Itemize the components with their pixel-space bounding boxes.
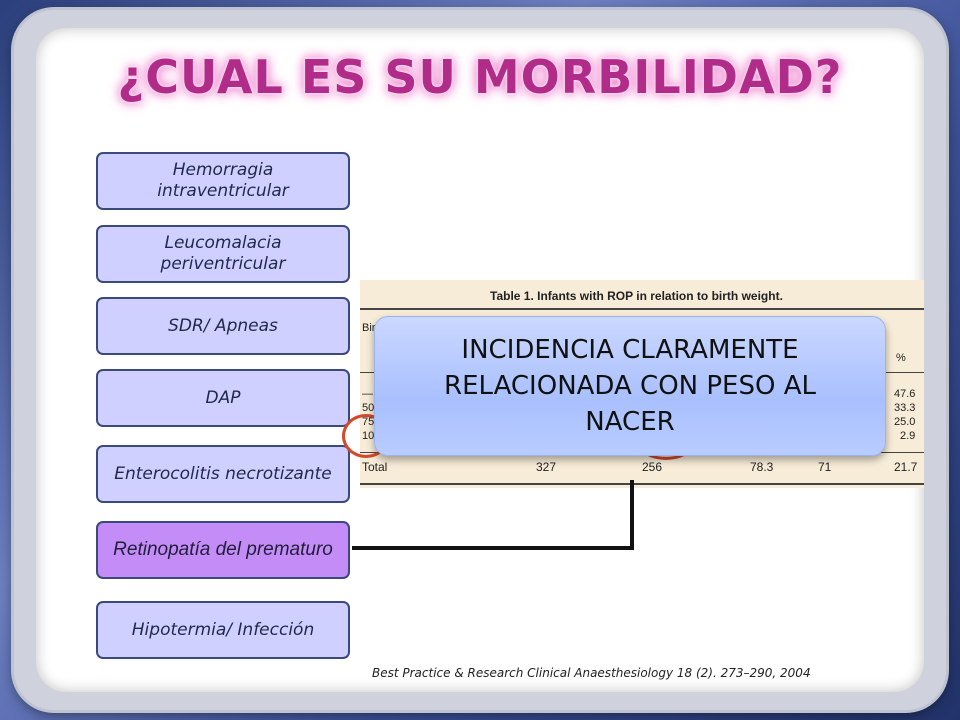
table-header-first-cell: Bir	[362, 322, 376, 334]
morbidity-sdr-apneas: SDR/ Apneas	[96, 297, 350, 355]
table-row-stub: —	[362, 388, 373, 400]
table-row-stub: 50	[362, 402, 375, 414]
table-percent-cell: 2.9	[900, 430, 916, 442]
table-percent-cell: 25.0	[894, 416, 916, 428]
table-header-percent: %	[896, 352, 906, 364]
morbidity-hemorragia: Hemorragia intraventricular	[96, 152, 350, 210]
connector-horizontal	[352, 546, 634, 550]
table-caption: Table 1. Infants with ROP in relation to…	[490, 289, 783, 303]
connector-vertical	[630, 480, 634, 550]
morbidity-dap: DAP	[96, 369, 350, 427]
morbidity-retinopatia: Retinopatía del prematuro	[96, 521, 350, 579]
callout-text: INCIDENCIA CLARAMENTE RELACIONADA CON PE…	[444, 335, 816, 437]
table-total-cell: 71	[818, 460, 832, 474]
table-percent-cell: 33.3	[894, 402, 916, 414]
slide-title: ¿CUAL ES SU MORBILIDAD?	[117, 50, 843, 104]
morbidity-hipotermia: Hipotermia/ Infección	[96, 601, 350, 659]
table-top-rule	[360, 308, 924, 310]
citation: Best Practice & Research Clinical Anaest…	[372, 666, 811, 680]
table-total-cell: 256	[642, 460, 663, 474]
morbidity-leucomalacia: Leucomalacia periventricular	[96, 225, 350, 283]
table-total-cell: 327	[536, 460, 557, 474]
table-bottom-rule	[360, 483, 924, 485]
table-total-label: Total	[362, 460, 388, 474]
table-total-cell: 78.3	[750, 460, 774, 474]
table-total-cell: 21.7	[894, 460, 918, 474]
incidence-callout: INCIDENCIA CLARAMENTE RELACIONADA CON PE…	[374, 316, 886, 456]
table-percent-cell: 47.6	[894, 388, 916, 400]
morbidity-enterocolitis: Enterocolitis necrotizante	[96, 445, 350, 503]
